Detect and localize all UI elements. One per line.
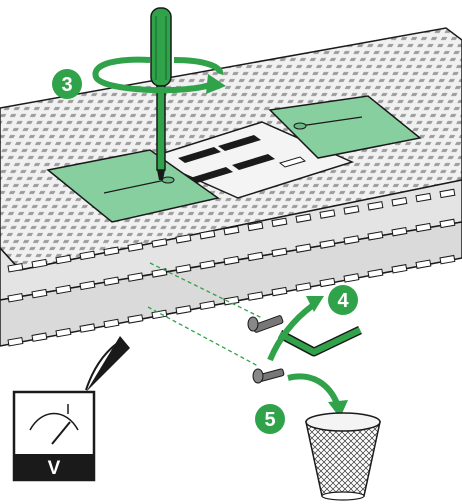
rail-slot	[55, 284, 72, 295]
step-4-badge: 4	[328, 285, 358, 315]
wastebasket-icon	[305, 412, 381, 501]
terminal-slot	[218, 135, 261, 151]
rail-slot	[439, 188, 456, 199]
cover-plate-right	[268, 95, 422, 159]
step-5-badge: 5	[255, 404, 285, 434]
cover-plate-left	[46, 149, 220, 223]
rail-slot	[55, 254, 72, 265]
rail-slot	[79, 280, 96, 291]
rail-slot	[151, 309, 168, 320]
rail-slot	[151, 268, 168, 278]
rail-slot	[199, 229, 216, 240]
rail-slot	[391, 196, 408, 207]
rail-slot	[127, 314, 144, 324]
step-5-number: 5	[264, 409, 275, 431]
rail-slot	[199, 259, 216, 270]
rail-slot	[319, 277, 336, 288]
rail-slot	[391, 226, 408, 237]
screwdriver-icon	[150, 7, 172, 180]
rail-slot	[7, 262, 24, 273]
rail-slot	[247, 251, 264, 262]
step-4-number: 4	[337, 290, 349, 312]
plate-screw	[161, 176, 175, 184]
rail-slot	[343, 273, 360, 283]
rail-slot	[7, 292, 24, 303]
rail-slot	[199, 300, 216, 311]
rail-slot	[31, 258, 48, 269]
rail-slot	[367, 231, 384, 241]
rail-slot	[31, 332, 48, 342]
rail-slot	[295, 243, 312, 253]
rail-slot	[223, 225, 240, 236]
terminal-slot	[178, 147, 221, 163]
step-3-badge: 3	[52, 69, 82, 99]
rail-slot	[439, 218, 456, 229]
rail-slot	[79, 323, 96, 333]
screw-icon	[247, 315, 284, 333]
rail-slot	[367, 201, 384, 211]
rail-slot	[31, 288, 48, 299]
rail-slot	[175, 305, 192, 315]
rail-slot	[7, 336, 24, 347]
rail-slot	[343, 205, 360, 215]
rail-slot	[247, 291, 264, 301]
rail-slot	[79, 250, 96, 261]
rotation-arrow-icon	[92, 56, 226, 94]
curved-arrow-icon	[267, 296, 324, 362]
rail-slot	[271, 217, 288, 228]
rail-slot	[415, 222, 432, 233]
rail-slot	[415, 259, 432, 269]
rail-slot	[247, 221, 264, 232]
terminal-slot	[190, 167, 233, 183]
rail-slot	[223, 255, 240, 266]
rail-slot	[151, 238, 168, 248]
rail-slot	[55, 327, 72, 338]
terminal-slot	[278, 156, 307, 168]
screw-icon	[252, 368, 285, 384]
rail-slot	[343, 235, 360, 245]
rail-slot	[319, 209, 336, 219]
rail-slot	[103, 246, 120, 256]
terminal-slot	[232, 154, 275, 170]
voltmeter-icon: V	[12, 336, 130, 482]
rail-slot	[367, 268, 384, 279]
rail-slot	[295, 213, 312, 223]
step-3-number: 3	[61, 74, 72, 96]
plate-screw	[293, 122, 307, 130]
hex-key-icon	[277, 325, 362, 357]
rail-slot	[319, 239, 336, 249]
rail-slot	[103, 318, 120, 329]
rail-slot	[271, 247, 288, 258]
rail-slot	[175, 234, 192, 244]
rail-slot	[271, 286, 288, 297]
rail-slot	[295, 282, 312, 292]
curved-arrow-icon	[287, 373, 348, 418]
rail-slot	[415, 192, 432, 203]
rail-slot	[103, 276, 120, 286]
slot-row-upper	[7, 188, 456, 273]
meter-letter: V	[48, 458, 61, 479]
rail-slot	[127, 242, 144, 252]
slot-row-middle	[7, 218, 456, 303]
rail-slot	[439, 254, 456, 265]
rail-slot	[127, 272, 144, 282]
slot-row-lower	[7, 254, 456, 347]
rail-slot	[391, 264, 408, 274]
rail-slot	[175, 264, 192, 274]
